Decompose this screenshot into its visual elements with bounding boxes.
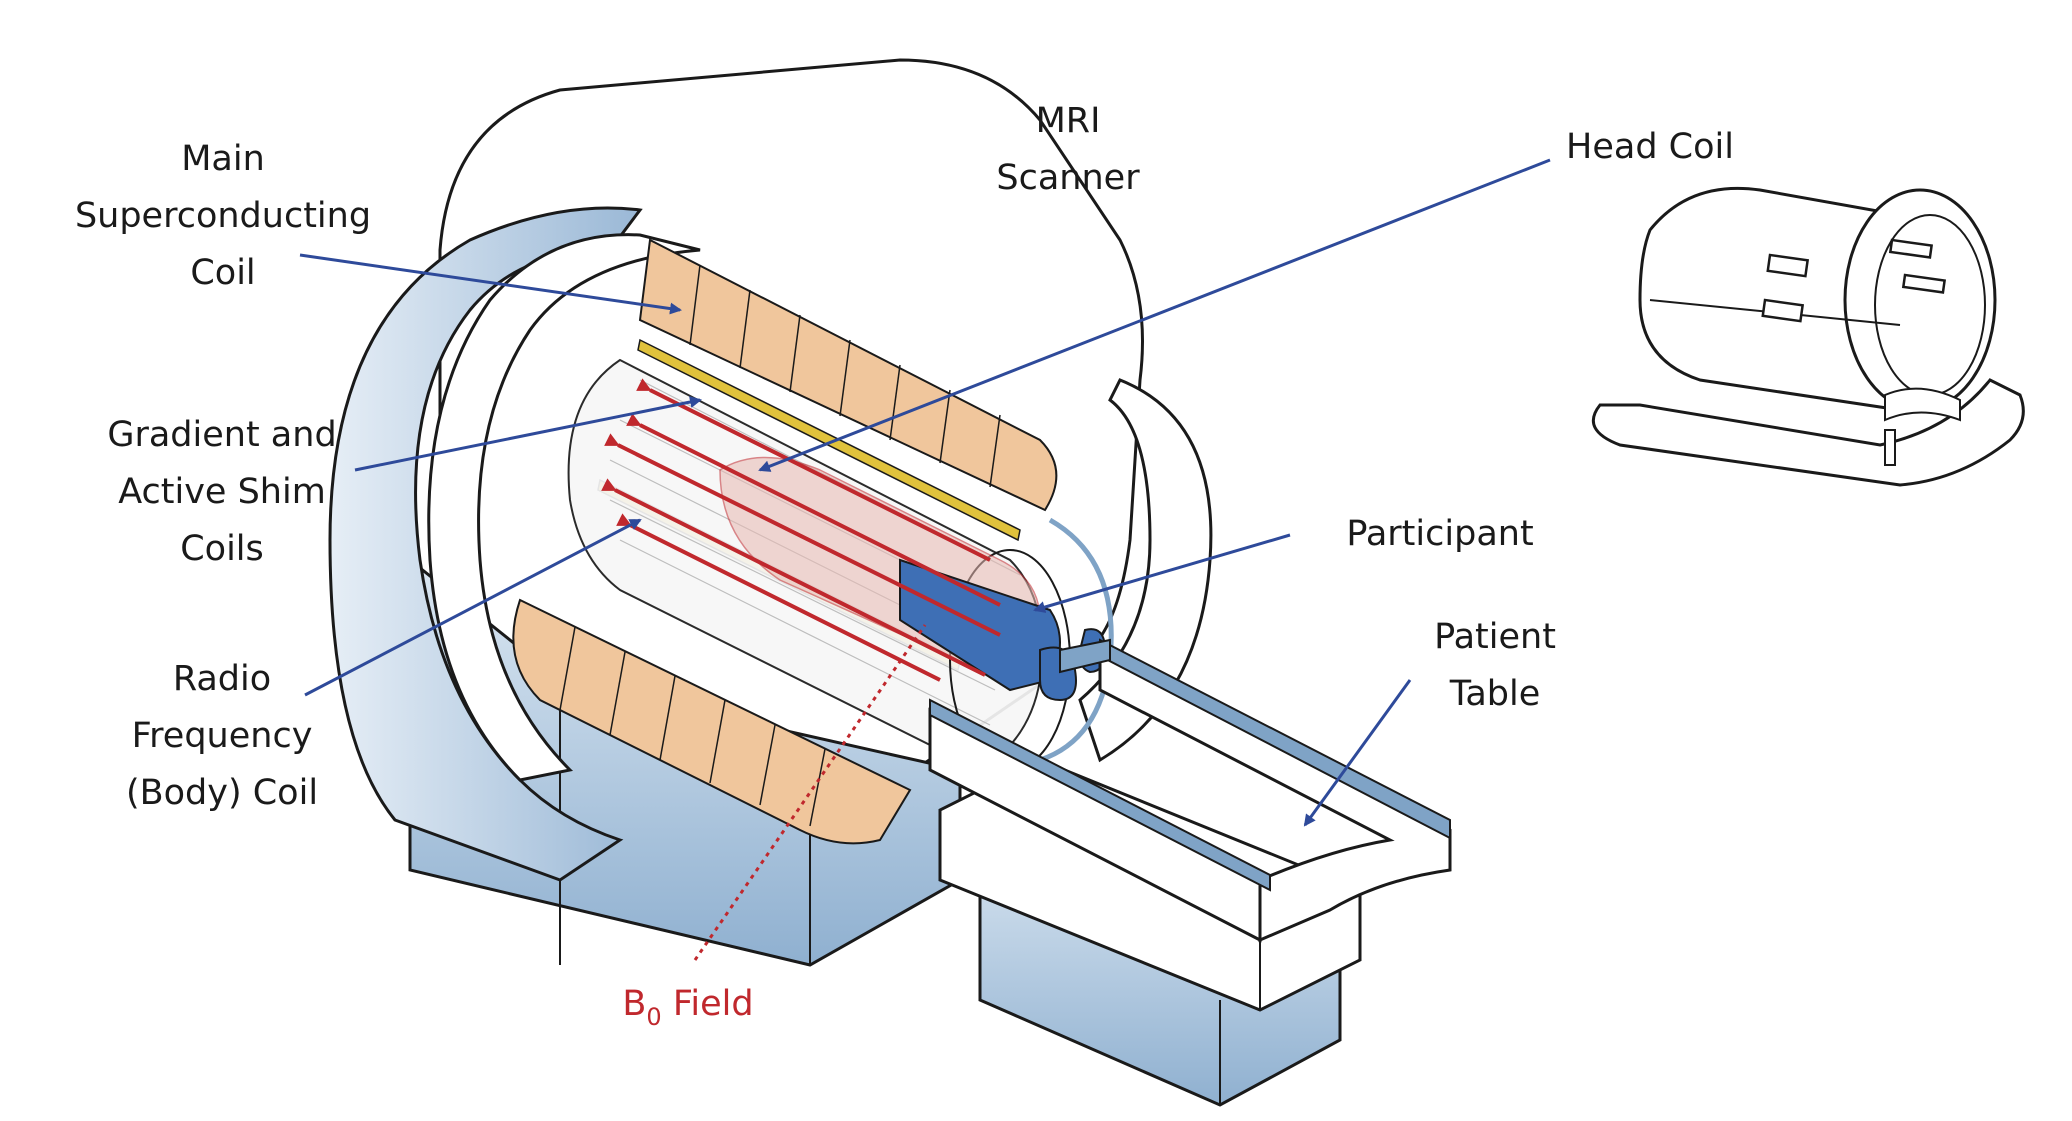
label-b0-field: B0 Field — [622, 984, 753, 1031]
label-participant: Participant — [1346, 514, 1533, 554]
label-head-coil: Head Coil — [1566, 127, 1734, 167]
label-scanner: MRI Scanner — [996, 101, 1140, 198]
label-rf-coil-line1: Radio — [173, 659, 271, 699]
leader-participant — [1033, 533, 1291, 613]
leader-head-coil — [758, 158, 1551, 472]
label-gradient-line1: Gradient and — [107, 415, 336, 455]
label-main-coil-line1: Main — [181, 139, 265, 179]
leader-main-coil — [299, 253, 682, 315]
head-coil-illustration — [1591, 186, 2025, 487]
label-patient-table-line1: Patient — [1434, 617, 1556, 657]
label-head-coil-line1: Head Coil — [1566, 127, 1734, 167]
label-b0-sub: 0 — [646, 1003, 661, 1031]
label-b0-field-text: B0 Field — [622, 984, 753, 1031]
label-b0-rest: Field — [662, 984, 754, 1024]
leader-gradient — [354, 396, 702, 472]
main-coil-upper — [638, 238, 1058, 512]
label-rf-coil-line3: (Body) Coil — [126, 773, 318, 813]
label-rf-coil-line2: Frequency — [132, 716, 313, 756]
label-b0-base: B — [622, 984, 646, 1024]
label-gradient: Gradient and Active Shim Coils — [107, 415, 336, 569]
label-main-coil-line2: Superconducting — [75, 196, 371, 236]
bore-rim — [427, 233, 701, 782]
main-coil-lower — [512, 598, 912, 845]
leader-rf-coil — [304, 518, 642, 697]
b0-field-arrows — [601, 378, 1001, 682]
patient-table — [928, 638, 1452, 1107]
leader-lines — [299, 158, 1551, 827]
gradient-coil-upper — [637, 338, 1021, 542]
label-main-coil-line3: Coil — [190, 253, 255, 293]
label-scanner-line1: MRI — [1036, 101, 1101, 141]
label-patient-table: Patient Table — [1434, 617, 1556, 714]
mri-scanner — [328, 58, 1213, 967]
label-participant-line1: Participant — [1346, 514, 1533, 554]
label-main-coil: Main Superconducting Coil — [75, 139, 371, 293]
label-rf-coil: Radio Frequency (Body) Coil — [126, 659, 318, 813]
label-gradient-line2: Active Shim — [118, 472, 326, 512]
table-rail-left — [929, 698, 1271, 892]
label-gradient-line3: Coils — [180, 529, 264, 569]
label-scanner-line2: Scanner — [996, 158, 1140, 198]
leader-patient-table — [1303, 679, 1412, 827]
label-patient-table-line2: Table — [1449, 674, 1541, 714]
